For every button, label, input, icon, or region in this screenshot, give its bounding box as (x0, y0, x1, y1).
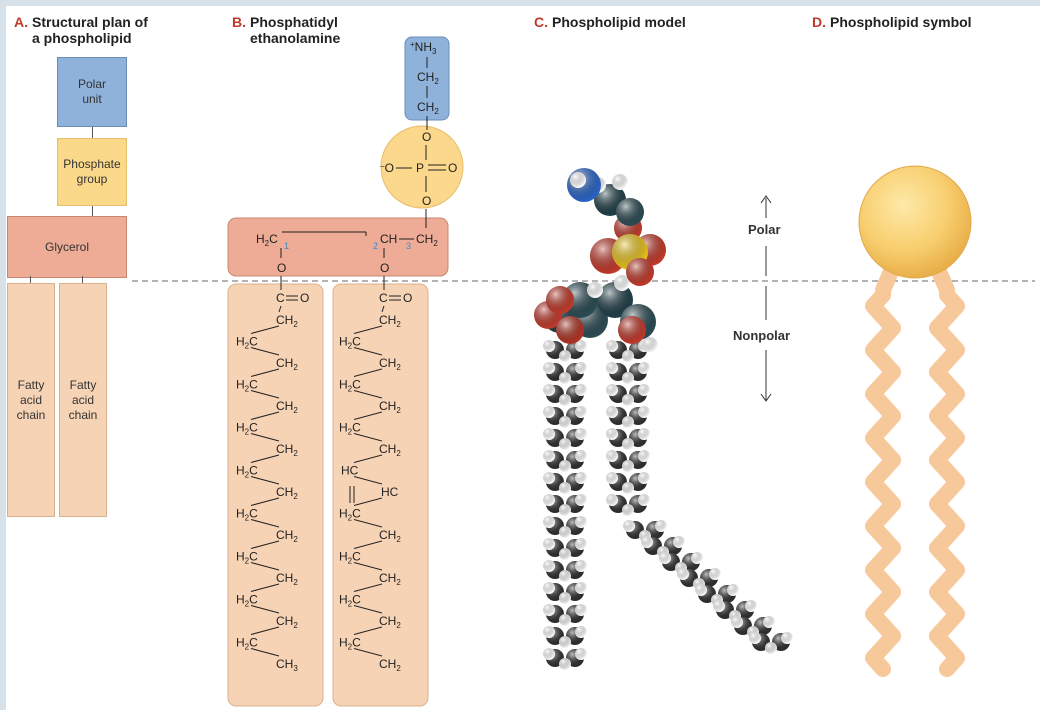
nonpolar-label: Nonpolar (733, 328, 791, 343)
glycerol-box: Glycerol (7, 216, 127, 278)
symbol-tail-left (865, 254, 903, 677)
chain-group: H2C (339, 378, 361, 394)
connector-line (82, 276, 83, 283)
oxygen-label: −O (380, 161, 394, 175)
ch2-label: CH2 (417, 100, 439, 116)
chain-group: HC (381, 485, 399, 499)
panel-c-title: C.Phospholipid model (534, 14, 686, 30)
symbol-tail-right (927, 254, 965, 677)
chain-group: CH2 (379, 571, 401, 587)
chain-group: H2C (339, 593, 361, 609)
carbon-number: 2 (373, 241, 378, 251)
symbol-head (858, 165, 972, 279)
phosphate-circle (380, 125, 464, 209)
panel-d-title: D.Phospholipid symbol (812, 14, 972, 30)
chain-group: H2C (339, 636, 361, 652)
chain-group: CH2 (379, 442, 401, 458)
carbonyl-carbon: C (276, 291, 285, 305)
carbon-number: 1 (284, 241, 289, 251)
connector-line (92, 125, 93, 138)
chain-group: HC (341, 464, 359, 478)
carbonyl-carbon: C (379, 291, 388, 305)
oxygen-label: O (422, 130, 431, 144)
chain-group: CH3 (276, 657, 298, 673)
chain-group: CH2 (276, 485, 298, 501)
chain-group: CH2 (276, 528, 298, 544)
glycerol-backbone-box (227, 217, 449, 277)
chain-group: H2C (339, 335, 361, 351)
chain-group: CH2 (276, 442, 298, 458)
chain-group: H2C (236, 378, 258, 394)
chain-group: CH2 (379, 313, 401, 329)
oxygen-label: O (403, 291, 412, 305)
figure-panel (6, 6, 1040, 710)
chain-group: CH2 (379, 528, 401, 544)
chain-group: H2C (236, 507, 258, 523)
polar-label: Polar (748, 222, 781, 237)
chain-group: H2C (236, 464, 258, 480)
saturated-chain-box (227, 283, 324, 707)
carbon-number: 3 (406, 241, 411, 251)
space-filling-model (534, 168, 793, 670)
chain-group: CH2 (379, 356, 401, 372)
chain-group: CH2 (276, 571, 298, 587)
unsaturated-chain-box (332, 283, 429, 707)
chain-group: CH2 (276, 356, 298, 372)
phosphorus-label: P (416, 161, 424, 175)
glycerol-c3: CH2 (416, 232, 438, 248)
chain-group: H2C (339, 507, 361, 523)
chain-group: H2C (339, 421, 361, 437)
chain-group: CH2 (379, 614, 401, 630)
chain-group: CH2 (379, 657, 401, 673)
glycerol-c2: CH (380, 232, 397, 246)
connector-line (30, 276, 31, 283)
chain-group: H2C (236, 636, 258, 652)
oxygen-label: O (277, 261, 286, 275)
panel-b-title: B.Phosphatidyl ethanolamine (232, 14, 341, 46)
glycerol-c1: H2C (256, 232, 278, 248)
oxygen-label: O (448, 161, 457, 175)
connector-line (92, 204, 93, 216)
oxygen-label: O (380, 261, 389, 275)
chain-group: CH2 (276, 313, 298, 329)
chain-group: CH2 (379, 399, 401, 415)
oxygen-label: O (300, 291, 309, 305)
oxygen-label: O (422, 194, 431, 208)
chain-group: H2C (236, 593, 258, 609)
chain-group: H2C (236, 335, 258, 351)
chain-group: CH2 (276, 614, 298, 630)
chain-group: H2C (339, 550, 361, 566)
ch2-label: CH2 (417, 70, 439, 86)
chain-group: H2C (236, 550, 258, 566)
amine-label: +NH3 (410, 40, 437, 56)
chain-group: H2C (236, 421, 258, 437)
panel-a-title: A.Structural plan of a phospholipid (14, 14, 148, 46)
chain-group: CH2 (276, 399, 298, 415)
